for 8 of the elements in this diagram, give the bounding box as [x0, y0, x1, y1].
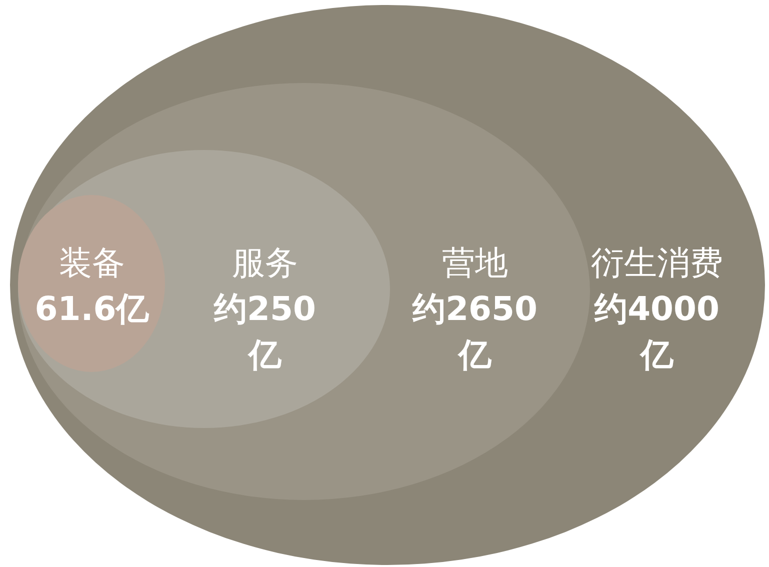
region-heading: 装备	[58, 242, 126, 284]
region-value: 61.6亿	[34, 288, 150, 330]
region-heading: 营地	[441, 242, 509, 284]
region-value: 约2650亿	[411, 288, 538, 376]
region-heading: 服务	[231, 242, 299, 284]
region-value: 约4000亿	[593, 288, 720, 376]
region-value: 约250亿	[212, 288, 317, 376]
region-heading: 衍生消费	[590, 242, 724, 284]
